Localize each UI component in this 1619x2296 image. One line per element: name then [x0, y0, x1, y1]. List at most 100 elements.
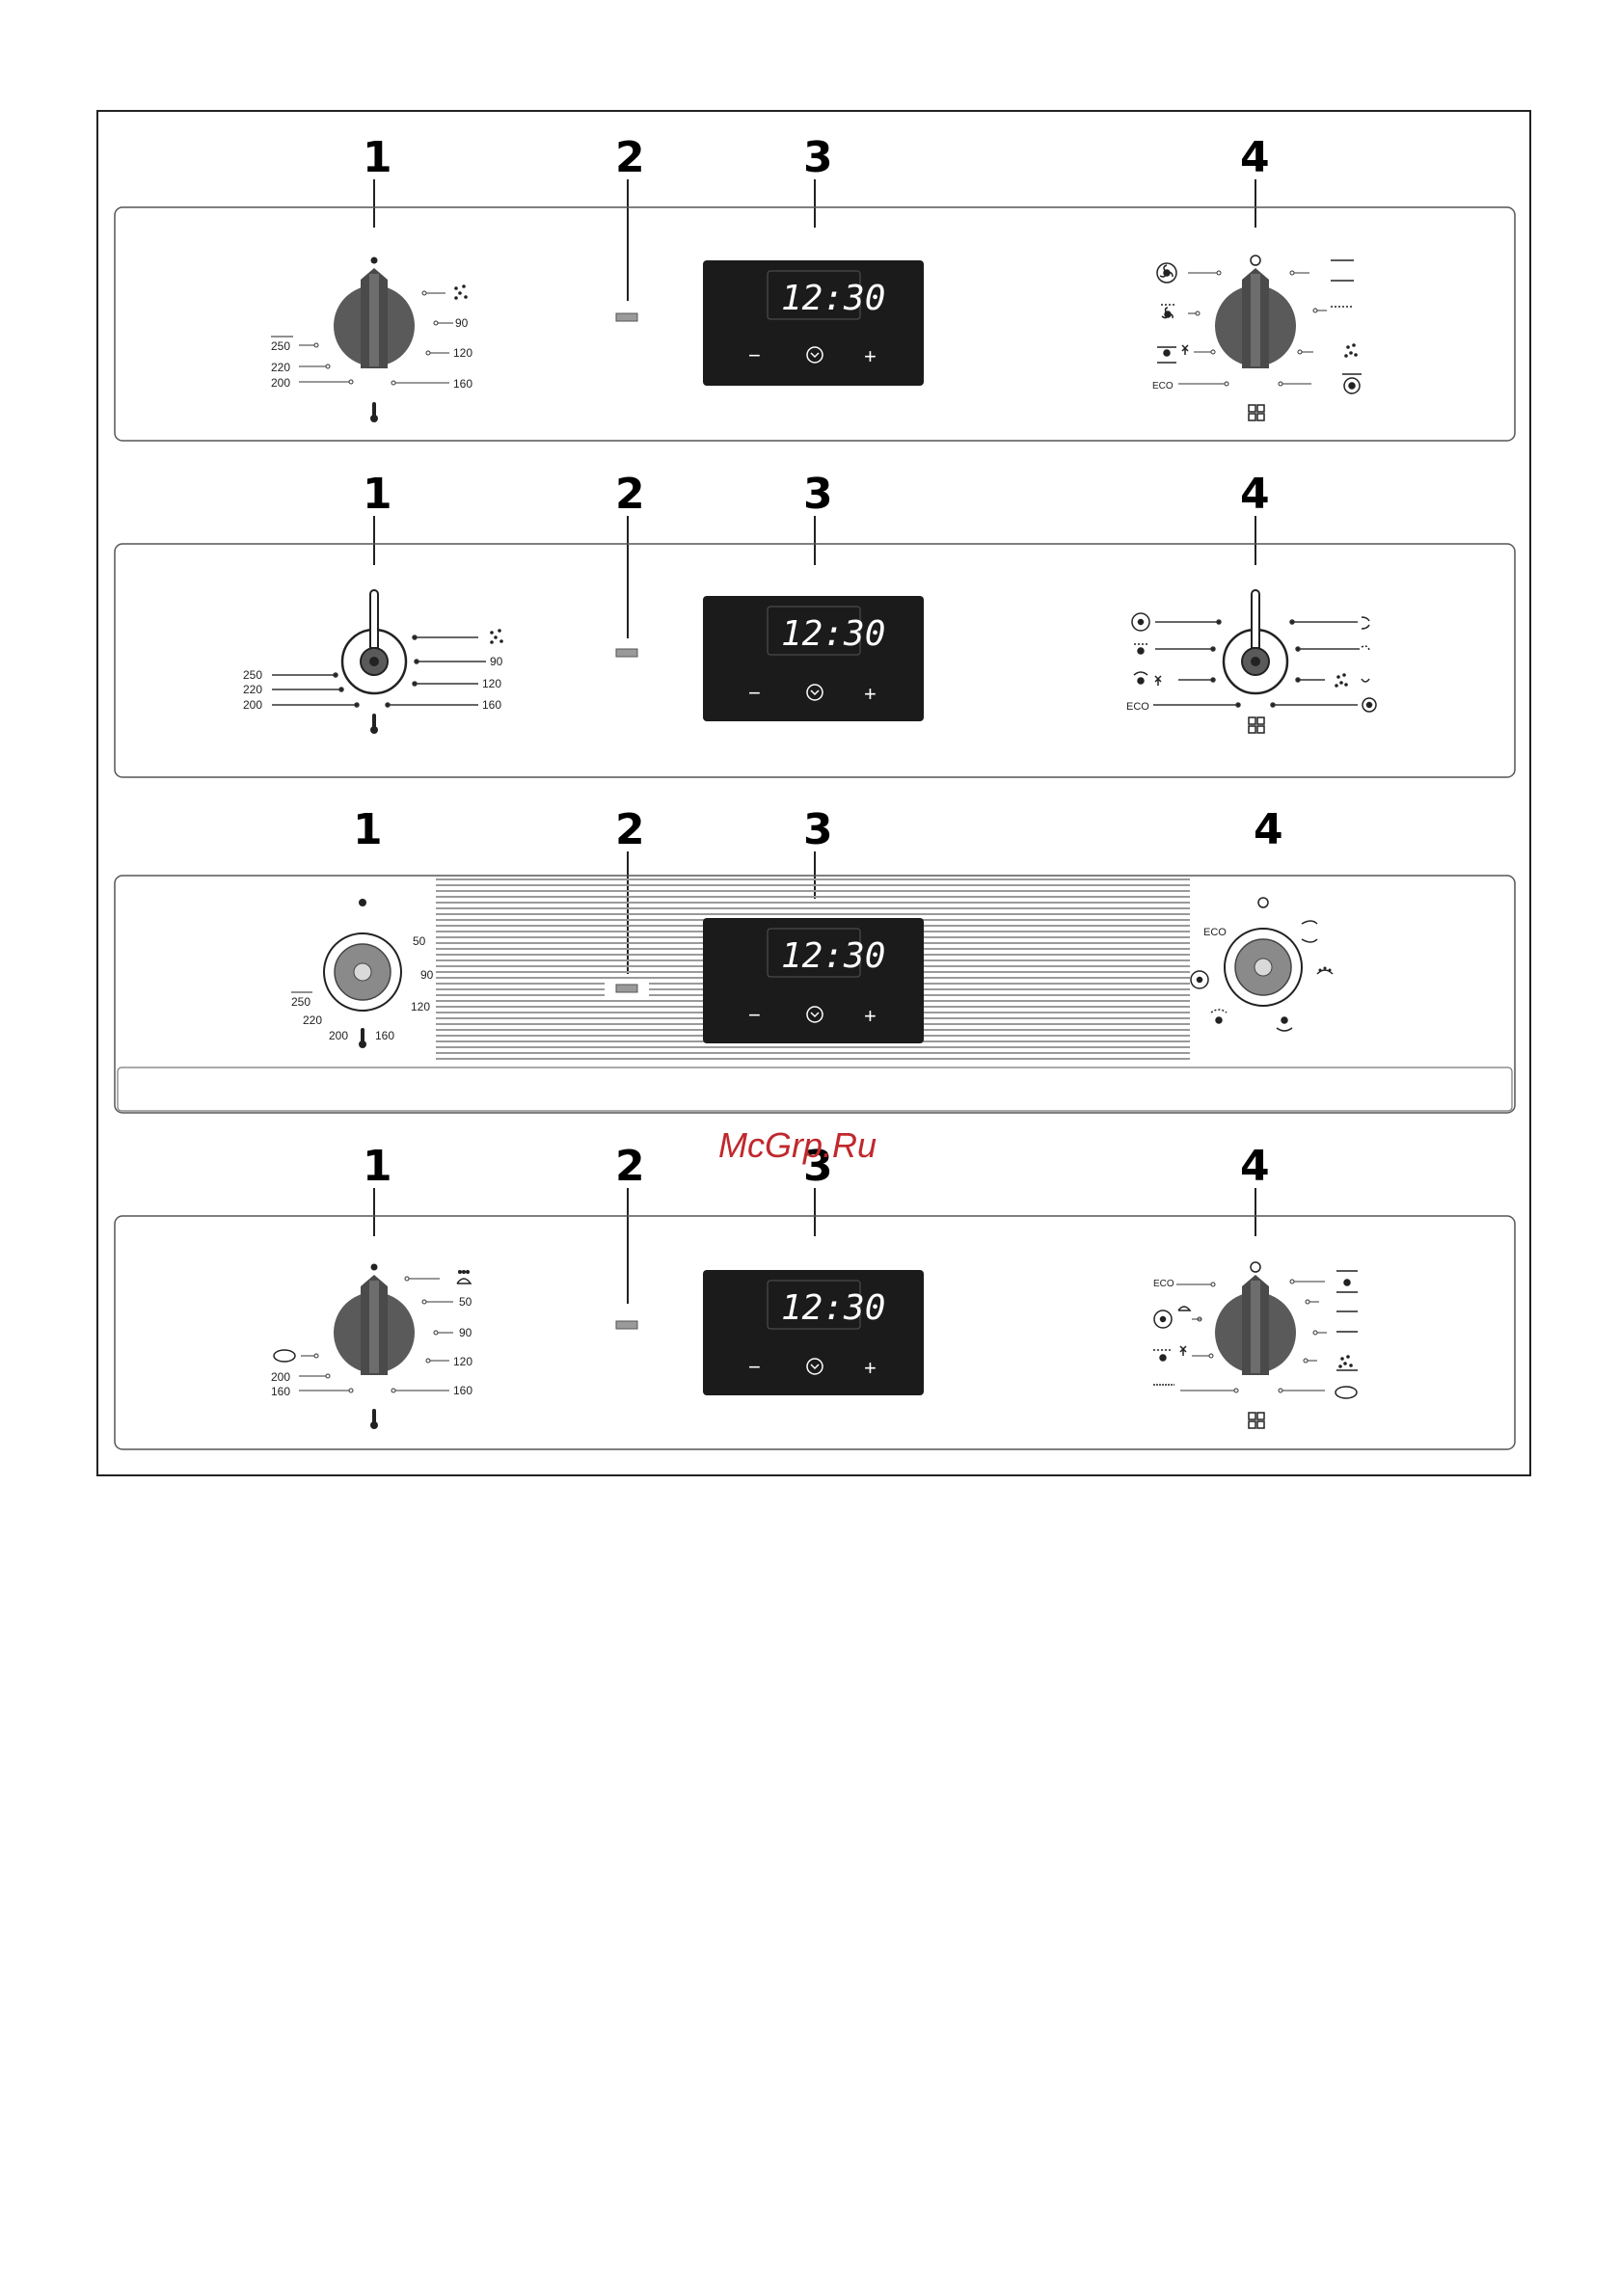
fan-bottom-defrost-icon: [1153, 1346, 1186, 1361]
display-time: 12:30: [781, 936, 885, 976]
function-knob[interactable]: [1225, 929, 1302, 1006]
temp-label-200: 200: [243, 698, 262, 712]
temp-label-220: 220: [303, 1013, 322, 1027]
temp-label-90: 90: [420, 968, 434, 982]
callout-2: 2: [615, 470, 645, 519]
callout-3: 3: [803, 805, 833, 854]
function-label-eco: ECO: [1153, 1279, 1174, 1289]
panel-1: 1 2 3 4 250 220 200 90 120 160: [115, 133, 1515, 441]
indicator-light: [616, 1321, 637, 1329]
function-knob[interactable]: [1224, 590, 1287, 693]
temp-label-200: 160: [271, 1385, 290, 1398]
defrost-icon: [490, 629, 503, 644]
thermometer-icon: [370, 714, 378, 734]
temperature-knob[interactable]: [342, 590, 406, 693]
thermometer-icon: [370, 402, 378, 422]
fan-heating-icon: [1277, 1017, 1292, 1031]
minus-button[interactable]: −: [748, 1003, 761, 1027]
display-time: 12:30: [781, 1288, 885, 1328]
temp-label-120: 120: [411, 1000, 430, 1013]
callout-1: 1: [363, 1142, 392, 1191]
fan-warming-icon: [1154, 1307, 1190, 1328]
temp-label-120: 120: [482, 677, 501, 690]
plus-button[interactable]: +: [864, 1356, 877, 1380]
bottom-heat-icon: [1362, 646, 1369, 650]
plus-button[interactable]: +: [864, 1004, 877, 1028]
minus-button[interactable]: −: [748, 1355, 761, 1379]
function-knob[interactable]: [1215, 256, 1296, 368]
pizza-stone-icon: [274, 1350, 295, 1362]
panel-4: 1 2 3 4 200 160: [115, 1142, 1515, 1449]
temp-label-200: 200: [329, 1029, 348, 1042]
temp-label-90: 90: [490, 655, 503, 668]
temp-label-160-visible: 160: [453, 1384, 472, 1397]
warming-icon: [457, 1271, 471, 1283]
thermometer-icon: [359, 1028, 366, 1048]
temp-label-160: 160: [482, 698, 501, 712]
display-time: 12:30: [781, 614, 885, 654]
temp-label-120: 120: [453, 346, 472, 360]
callout-1: 1: [363, 470, 392, 519]
panel-2: 1 2 3 4 250 220 200 90 120 160: [115, 470, 1515, 777]
callout-4: 4: [1240, 470, 1270, 519]
panel-3: 1 2 3 4 50 90 120 160 200 220 250: [115, 805, 1515, 1113]
temperature-knob-marker: [359, 899, 366, 906]
pizza-stone-icon: [1336, 1387, 1357, 1398]
grill-icon: [1344, 343, 1358, 358]
rapid-heat-icon: [1249, 717, 1264, 733]
function-knob[interactable]: [1215, 1262, 1296, 1375]
temp-label-160: 160: [375, 1029, 394, 1042]
pizza-icon: [1342, 374, 1362, 393]
temp-label-50: 50: [413, 934, 426, 948]
callout-2: 2: [615, 1142, 645, 1191]
digital-display: 12:30 − +: [703, 260, 924, 386]
minus-button[interactable]: −: [748, 343, 761, 367]
function-label-eco: ECO: [1152, 381, 1174, 392]
grill-icon: [1336, 1355, 1358, 1370]
fan-icon: [1132, 613, 1149, 631]
door-handle-strip: [118, 1067, 1512, 1111]
temp-label-90: 90: [455, 316, 469, 330]
grill-icon: [1335, 673, 1369, 688]
fan-top-heat-icon: [1336, 1271, 1358, 1292]
top-bottom-heat-icon: [1331, 260, 1354, 281]
temp-label-220: 220: [271, 361, 290, 374]
top-bottom-heat-icon: [1362, 617, 1369, 629]
fan-icon: [1191, 971, 1208, 988]
temp-label-220: 220: [243, 683, 262, 696]
display-time: 12:30: [781, 279, 885, 318]
minus-button[interactable]: −: [748, 681, 761, 705]
fan-bottom-heat-icon: [1211, 1010, 1227, 1023]
callout-1: 1: [363, 133, 392, 182]
thermometer-icon: [370, 1409, 378, 1429]
digital-display: 12:30 − +: [703, 596, 924, 721]
temp-label-90: 90: [459, 1326, 472, 1339]
temp-label-250: 250: [291, 995, 310, 1009]
temperature-knob[interactable]: [334, 1264, 415, 1376]
top-bottom-heat-icon: [1336, 1311, 1358, 1332]
indicator-light: [616, 313, 637, 321]
temp-label-250: 250: [243, 668, 262, 682]
top-bottom-heat-icon: [1302, 921, 1317, 942]
defrost-icon: [454, 284, 468, 300]
plus-button[interactable]: +: [864, 344, 877, 368]
fan-icon: [1157, 263, 1176, 283]
grill-icon: [1317, 967, 1333, 975]
temp-label-220: 200: [271, 1370, 290, 1384]
plus-button[interactable]: +: [864, 682, 877, 706]
temperature-knob[interactable]: [324, 933, 401, 1011]
temperature-knob[interactable]: [334, 257, 415, 369]
function-knob-marker: [1258, 898, 1268, 907]
callout-4: 4: [1240, 1142, 1270, 1191]
digital-display: 12:30 − +: [703, 918, 924, 1043]
callout-4: 4: [1240, 133, 1270, 182]
callout-3: 3: [803, 470, 833, 519]
fan-bottom-defrost-icon: [1134, 672, 1161, 686]
indicator-light: [616, 985, 637, 992]
temp-label-120: 120: [453, 1355, 472, 1368]
callout-3: 3: [803, 133, 833, 182]
indicator-light: [616, 649, 637, 657]
pizza-icon: [1363, 698, 1376, 712]
function-label-eco: ECO: [1203, 927, 1227, 938]
